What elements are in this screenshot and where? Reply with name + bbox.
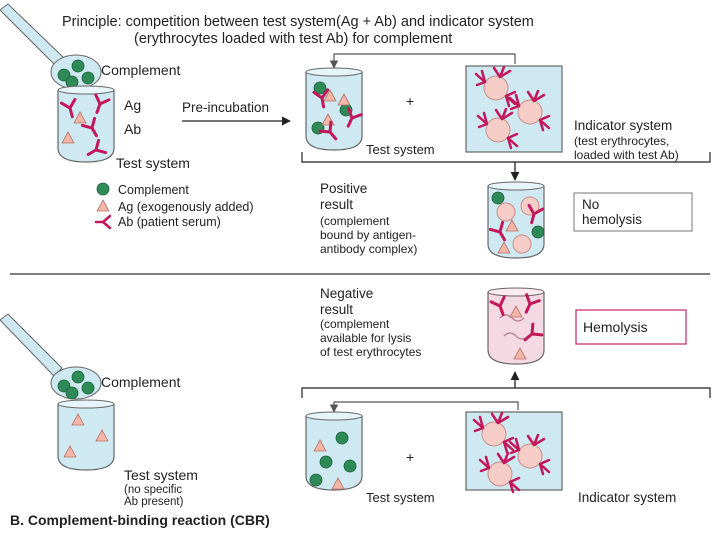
hemolysis-box: Hemolysis [575, 309, 687, 345]
preincubation-label: Pre-incubation [182, 100, 269, 115]
positive-desc-2: bound by antigen- [320, 228, 416, 242]
test-system-label-top-middle: Test system [366, 142, 435, 157]
positive-title-1: Positive [320, 181, 367, 196]
test-system-label-top-left: Test system [116, 155, 190, 171]
ag-label-top: Ag [124, 97, 141, 113]
indicator-system-box-bottom [465, 411, 563, 494]
pipette-top [0, 3, 65, 67]
test-system-sub1-bottom: (no specific [124, 484, 182, 496]
complement-transfer-arrow-bottom [329, 401, 519, 413]
bracket-top [301, 152, 711, 163]
test-tube-bottom-left [57, 399, 115, 471]
test-tube-bottom-middle [305, 411, 363, 491]
positive-desc-1: (complement [320, 214, 390, 228]
plus-sign-top: + [406, 93, 414, 109]
negative-desc-3: of test erythrocytes [320, 345, 421, 359]
legend: Complement Ag (exogenously added) Ab (pa… [94, 182, 254, 230]
test-tube-top-incubated [305, 67, 363, 151]
complement-label-bottom: Complement [101, 374, 180, 390]
complement-label-top: Complement [101, 62, 180, 78]
principle-line-1: Principle: competition between test syst… [62, 14, 534, 30]
indicator-sub2-top: loaded with test Ab) [574, 148, 679, 162]
legend-complement-label: Complement [118, 183, 189, 197]
plus-sign-bottom: + [406, 449, 414, 465]
test-system-label-bottom-left: Test system [124, 467, 198, 483]
test-tube-top-left [57, 85, 115, 163]
bracket-bottom [301, 387, 711, 398]
legend-complement-icon [96, 182, 110, 196]
test-tube-positive [487, 181, 545, 259]
negative-desc-2: available for lysis [320, 331, 411, 345]
negative-desc-1: (complement [320, 317, 390, 331]
test-system-sub2-bottom: Ab present) [124, 496, 184, 508]
no-hemolysis-line-1: No [582, 197, 599, 212]
positive-title-2: result [320, 197, 353, 212]
complement-drop-top [50, 54, 102, 90]
pipette-bottom [0, 313, 63, 377]
negative-title-2: result [320, 302, 353, 317]
legend-ag-icon [96, 199, 110, 212]
complement-drop-bottom [50, 366, 102, 400]
indicator-label-bottom: Indicator system [578, 490, 676, 505]
test-system-label-bottom-middle: Test system [366, 490, 435, 505]
legend-ab-icon [94, 214, 112, 230]
positive-desc-3: antibody complex) [320, 242, 417, 256]
figure-caption: B. Complement-binding reaction (CBR) [10, 512, 270, 528]
negative-title-1: Negative [320, 286, 373, 301]
legend-ab-label: Ab (patient serum) [118, 215, 221, 229]
indicator-sub1-top: (test erythrocytes, [574, 134, 669, 148]
principle-line-2: (erythrocytes loaded with test Ab) for c… [134, 31, 452, 47]
no-hemolysis-line-2: hemolysis [582, 212, 642, 227]
legend-ag-label: Ag (exogenously added) [118, 200, 254, 214]
indicator-title-top: Indicator system [574, 118, 672, 133]
test-tube-negative [487, 287, 545, 365]
no-hemolysis-box: No hemolysis [573, 192, 693, 232]
complement-transfer-arrow-top [329, 53, 516, 69]
indicator-system-box-top [465, 65, 563, 153]
ab-label-top: Ab [124, 121, 141, 137]
hemolysis-label: Hemolysis [583, 319, 648, 335]
